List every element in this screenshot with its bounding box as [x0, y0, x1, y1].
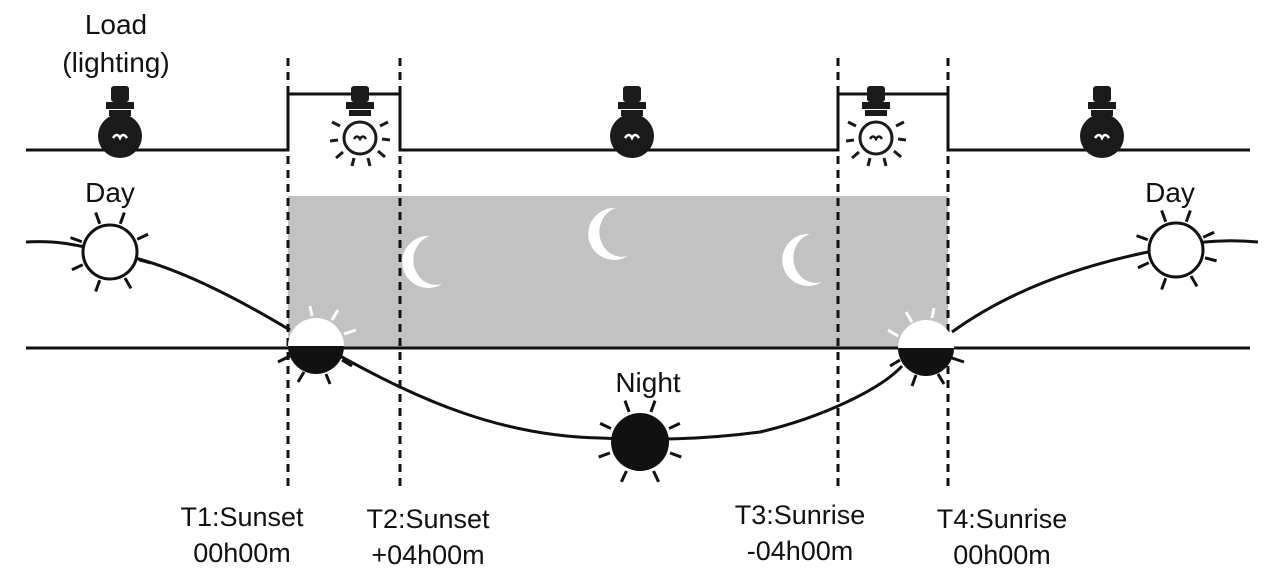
t3-offset: -04h00m — [747, 536, 854, 566]
t2-name: T2:Sunset — [366, 504, 490, 534]
t4-offset: 00h00m — [953, 540, 1051, 570]
load-label-sub: (lighting) — [62, 47, 169, 78]
t1-name: T1:Sunset — [180, 502, 304, 532]
night-sun-icon — [598, 400, 682, 483]
night-label: Night — [615, 367, 681, 398]
sun-icon — [70, 212, 151, 292]
sunrise-sun-icon — [887, 307, 965, 387]
sunset-sun-icon — [277, 305, 357, 385]
bulb-off-icon — [98, 86, 142, 158]
day-label-left: Day — [85, 177, 135, 208]
sun-icon — [1136, 210, 1217, 290]
t2-offset: +04h00m — [371, 540, 484, 570]
time-markers — [286, 58, 950, 492]
moon-icon — [782, 233, 822, 286]
moon-icon — [588, 207, 628, 260]
t1-offset: 00h00m — [193, 538, 291, 568]
day-label-right: Day — [1145, 177, 1195, 208]
moon-icon — [402, 235, 442, 288]
t4-name: T4:Sunrise — [937, 504, 1068, 534]
bulb-off-icon — [610, 86, 654, 158]
bulb-on-icon — [845, 86, 907, 167]
night-band — [288, 196, 948, 348]
bulb-off-icon — [1080, 86, 1124, 158]
load-label: Load — [85, 9, 147, 40]
t3-name: T3:Sunrise — [735, 500, 866, 530]
bulb-on-icon — [329, 86, 391, 167]
